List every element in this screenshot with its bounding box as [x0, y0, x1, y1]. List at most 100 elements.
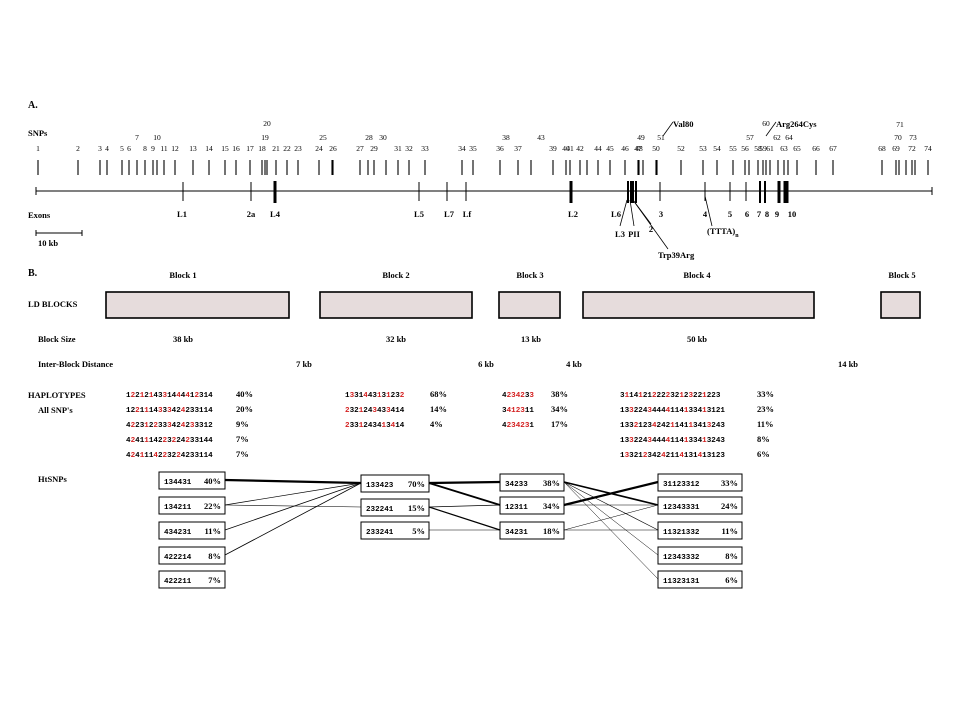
exon-label: 2a: [247, 209, 256, 219]
snp-number: 54: [713, 144, 721, 153]
ld-block: [582, 291, 815, 319]
ld-block: [319, 291, 473, 319]
snp-number: 4: [105, 144, 109, 153]
snp-number: 57: [746, 133, 754, 142]
snp-number: 19: [261, 133, 269, 142]
htsnp-frequency: 8%: [725, 551, 738, 561]
htsnp-box: [499, 473, 565, 492]
snp-number: 22: [283, 144, 291, 153]
variant-label-trp39arg: Trp39Arg: [658, 250, 695, 260]
variant-pointer-arg264cys: [765, 121, 777, 137]
htsnp-sequence: 434231: [164, 529, 192, 537]
haplotype-sequence: 13322434444114133413243: [620, 437, 725, 445]
snp-number: 69: [892, 144, 900, 153]
htsnp-box: [158, 496, 226, 515]
block-name: Block 3: [516, 270, 543, 280]
htsnp-link: [563, 481, 659, 531]
exon-label: 2: [649, 224, 653, 234]
ld-block: [880, 291, 921, 319]
snp-number: 44: [594, 144, 602, 153]
ld-block: [105, 291, 290, 319]
haplotype-frequency: 7%: [236, 449, 249, 459]
htsnp-frequency: 7%: [208, 575, 221, 585]
snp-number: 16: [232, 144, 240, 153]
htsnp-box: [158, 546, 226, 565]
snp-number: 17: [246, 144, 254, 153]
exon-mark: [635, 181, 637, 203]
snp-number: 65: [793, 144, 801, 153]
haplotype-frequency: 17%: [551, 419, 568, 429]
snp-number: 9: [151, 144, 155, 153]
exon-mark: [627, 181, 629, 203]
snp-number: 46: [621, 144, 629, 153]
htsnp-sequence: 232241: [366, 506, 394, 514]
haplotype-sequence: 3412311: [502, 407, 534, 415]
htsnp-frequency: 8%: [208, 551, 221, 561]
repeat-pointer: [704, 195, 713, 227]
haplotype-frequency: 11%: [757, 419, 774, 429]
exon-label: 6: [745, 209, 749, 219]
haplotype-sequence: 13322434444114133413121: [620, 407, 725, 415]
htsnp-box: [360, 498, 430, 517]
snp-number: 73: [909, 133, 917, 142]
exon-mark: [777, 181, 781, 203]
exon-label: 10: [788, 209, 797, 219]
snp-number: 31: [394, 144, 402, 153]
htsnp-sequence: 34233: [505, 481, 528, 489]
htsnp-link: [224, 482, 362, 506]
htsnps-label: HtSNPs: [38, 474, 68, 484]
haplotype-sequence: 2331243413414: [345, 422, 405, 430]
htsnp-box: [499, 521, 565, 540]
htsnp-frequency: 33%: [721, 478, 738, 488]
inter-block-distance: 6 kb: [478, 359, 494, 369]
exon-mark: [632, 181, 634, 203]
htsnp-frequency: 40%: [204, 476, 221, 486]
snp-number: 12: [171, 144, 179, 153]
snp-number: 45: [606, 144, 614, 153]
snp-number: 74: [924, 144, 932, 153]
htsnp-frequency: 38%: [543, 478, 560, 488]
inter-block-label: Inter-Block Distance: [38, 359, 113, 369]
htsnp-frequency: 22%: [204, 501, 221, 511]
exon-mark: [569, 181, 573, 203]
htsnp-sequence: 422211: [164, 578, 192, 586]
htsnp-frequency: 34%: [543, 501, 560, 511]
block-size: 13 kb: [521, 334, 541, 344]
snp-number: 10: [153, 133, 161, 142]
htsnp-link: [224, 482, 362, 531]
htsnp-box: [158, 570, 226, 589]
snp-number: 26: [329, 144, 337, 153]
snp-number: 56: [741, 144, 749, 153]
htsnp-box: [360, 521, 430, 540]
htsnp-sequence: 134211: [164, 504, 192, 512]
repeat-label: (TTTA)n: [707, 226, 739, 239]
exon-label: 9: [775, 209, 779, 219]
snp-number: 49: [637, 133, 645, 142]
haplotype-sequence: 4234233: [502, 392, 534, 400]
haplotype-sequence: 13321234242114113413243: [620, 422, 725, 430]
snp-number: 11: [160, 144, 167, 153]
snp-number: 53: [699, 144, 707, 153]
snp-number: 15: [221, 144, 229, 153]
block-size: 32 kb: [386, 334, 406, 344]
haplotype-frequency: 23%: [757, 404, 774, 414]
block-size-label: Block Size: [38, 334, 76, 344]
haplotype-frequency: 68%: [430, 389, 447, 399]
haplotypes-label: HAPLOTYPES: [28, 390, 86, 400]
variant-label-arg264cys: Arg264Cys: [776, 119, 817, 129]
htsnp-frequency: 18%: [543, 526, 560, 536]
snp-number: 33: [421, 144, 429, 153]
htsnp-sequence: 134431: [164, 479, 192, 487]
snp-number: 25: [319, 133, 327, 142]
variant-pointer-val80: [662, 121, 674, 137]
htsnp-link: [224, 478, 362, 485]
haplotype-sequence: 1331443131232: [345, 392, 405, 400]
exon-label: L6: [611, 209, 621, 219]
htsnp-frequency: 15%: [408, 503, 425, 513]
snp-number: 32: [405, 144, 413, 153]
snp-number: 36: [496, 144, 504, 153]
snp-number: 39: [549, 144, 557, 153]
snp-number: 60: [762, 119, 770, 128]
